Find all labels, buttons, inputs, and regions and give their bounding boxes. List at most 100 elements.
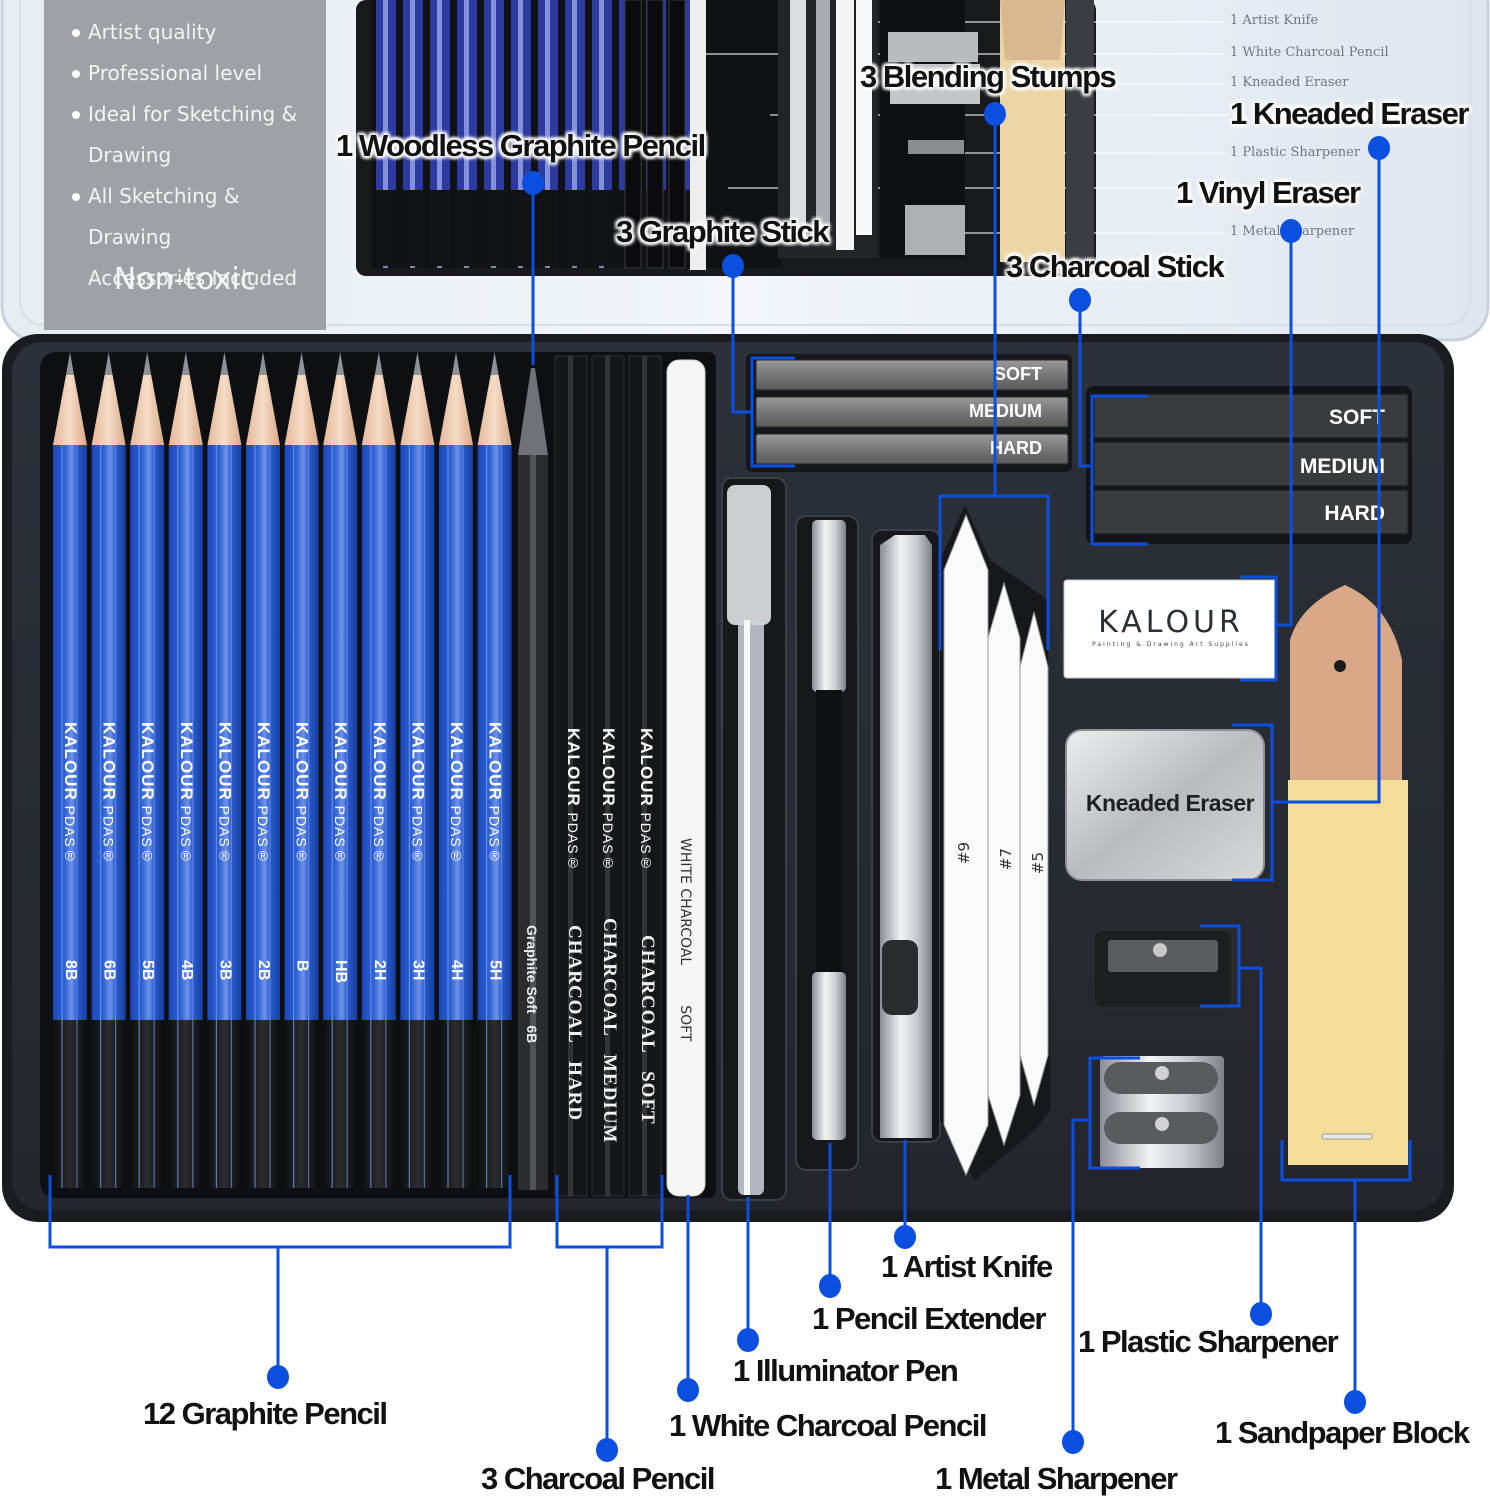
pencil-model: PDAS® [177, 800, 194, 865]
pencil-body [439, 445, 473, 1025]
lid-mini-pencil-highlight [572, 0, 577, 268]
lid-mini-label: 1 Kneaded Eraser [1230, 75, 1349, 90]
screw-icon [1153, 943, 1167, 957]
charcoal-pencil-brand: KALOUR PDAS® [599, 728, 618, 872]
extender-shaft [816, 690, 842, 975]
graphite-pencil [400, 352, 435, 1188]
blending-stump [943, 513, 989, 1177]
lid-mini-pencil-end [376, 190, 396, 266]
pencil-grade: 2B [255, 960, 272, 981]
knife-slider [882, 940, 918, 1015]
lid-mini-label: 1 Artist Knife [1230, 13, 1319, 28]
pencil-end [439, 1020, 473, 1188]
pencil-grade: B [293, 960, 311, 972]
callout-blending-stumps: 3 Blending Stumps [860, 59, 1117, 94]
sandpaper-hole [1334, 660, 1346, 672]
graphite-pencil [439, 352, 473, 1188]
charcoal-highlight [642, 356, 647, 1196]
lid-mini-pencil-end [511, 190, 531, 266]
woodless-pencil [518, 368, 548, 1190]
pen-highlight [744, 620, 750, 1195]
graphite-pencil [130, 352, 165, 1188]
callout-line-vinyl-eraser [1276, 233, 1293, 627]
callout-metal-sharpener: 1 Metal Sharpener [935, 1461, 1178, 1496]
charcoal-pencil-type: CHARCOAL HARD [564, 925, 585, 1122]
pencil-model: PDAS® [486, 800, 503, 865]
pencil-brand: KALOUR PDAS® [137, 722, 157, 865]
callout-line-metal-sharpener [1071, 1118, 1090, 1440]
pencil-lead [66, 352, 74, 375]
lid-mini-pencil-highlight [437, 0, 442, 268]
illuminator-pen [727, 485, 771, 1195]
pencil-lead [413, 352, 422, 375]
pencil-brand: KALOUR PDAS® [60, 722, 80, 865]
charcoal-stick [1093, 489, 1409, 535]
graphite-stick [755, 359, 1069, 391]
sandpaper-sheet [1288, 780, 1408, 1165]
callout-bracket-sandpaper [1280, 1140, 1412, 1182]
feature-item: Professional level [72, 53, 322, 94]
pencil-wood-tip [361, 375, 396, 445]
pencil-brand-name: KALOUR [292, 722, 312, 801]
callout-graphite-pencil: 12 Graphite Pencil [143, 1396, 388, 1431]
pencil-brand-name: KALOUR [61, 722, 80, 801]
pencil-brand-name: KALOUR [331, 722, 351, 801]
lid-mini-pencil-end [484, 190, 504, 266]
lid-mini-charcoal [646, 0, 664, 269]
callout-woodless-pencil: 1 Woodless Graphite Pencil [336, 128, 706, 163]
pencil-body [477, 445, 512, 1025]
graphite-pencil [207, 352, 242, 1188]
pencil-wood-tip [130, 375, 165, 445]
callout-dot-graphite-pencils [267, 1365, 289, 1389]
pencil-wood-tip [323, 375, 358, 445]
callout-dot-extender [819, 1274, 841, 1298]
feature-item-continued: Accessories Included [88, 266, 298, 290]
lid-mini-pencil-end [592, 190, 612, 266]
callout-charcoal-pencil: 3 Charcoal Pencil [481, 1461, 715, 1496]
screw-icon [1155, 1117, 1169, 1131]
graphite-stick [755, 433, 1069, 465]
pencil-lead [181, 352, 190, 375]
callout-bracket-charcoal-stick [1090, 394, 1148, 546]
pencil-lead [336, 352, 345, 375]
lid-mini-label: 1 White Charcoal Pencil [1230, 45, 1389, 60]
callout-dot-woodless [522, 171, 544, 195]
pencil-wood-tip [91, 375, 126, 445]
callout-white-charcoal: 1 White Charcoal Pencil [669, 1408, 987, 1443]
pencil-model: PDAS® [370, 800, 387, 865]
pencil-wood-tip [246, 375, 280, 445]
pencil-body [53, 445, 87, 1025]
callout-kneaded-eraser: 1 Kneaded Eraser [1230, 96, 1469, 131]
pencil-model: PDAS® [255, 800, 271, 865]
graphite-pencil [323, 352, 358, 1188]
callout-illuminator-pen: 1 Illuminator Pen [733, 1353, 959, 1388]
lid-mini-pencil-highlight [383, 0, 388, 268]
pencil-grade: 5B [139, 960, 157, 981]
woodless-type: Graphite Soft [524, 925, 540, 1014]
pencil-model: PDAS® [216, 800, 233, 865]
charcoal-stick [1093, 393, 1409, 439]
callout-dot-vinyl-eraser [1280, 219, 1302, 243]
lid-mini-pencil-highlight [464, 0, 469, 268]
callout-dot-plastic-sharpener [1250, 1302, 1272, 1326]
pencil-brand: KALOUR PDAS® [292, 722, 312, 865]
pencil-model: PDAS® [293, 800, 310, 865]
pencil-end [246, 1020, 280, 1188]
pencil-brand-name: KALOUR [485, 722, 505, 801]
vinyl-eraser-tagline: Painting & Drawing Art Supplies [1092, 641, 1250, 648]
charcoal-stick [1093, 441, 1409, 487]
metal-sharpener [1100, 1056, 1224, 1168]
pencil-brand: KALOUR PDAS® [214, 722, 234, 865]
pencil-model: PDAS® [448, 800, 464, 865]
callout-bracket-graphite-stick [750, 356, 795, 468]
callout-graphite-stick: 3 Graphite Stick [616, 214, 830, 249]
pencil-model: PDAS® [332, 800, 349, 865]
pencil-extender [812, 520, 846, 1140]
pencil-end [361, 1020, 396, 1188]
pencil-end [284, 1020, 319, 1188]
callout-line-kneaded-eraser [1272, 150, 1381, 804]
pencil-end [323, 1020, 358, 1188]
pencil-body [400, 445, 435, 1025]
feature-item: Artist quality [72, 12, 322, 53]
callout-vinyl-eraser: 1 Vinyl Eraser [1176, 175, 1361, 210]
